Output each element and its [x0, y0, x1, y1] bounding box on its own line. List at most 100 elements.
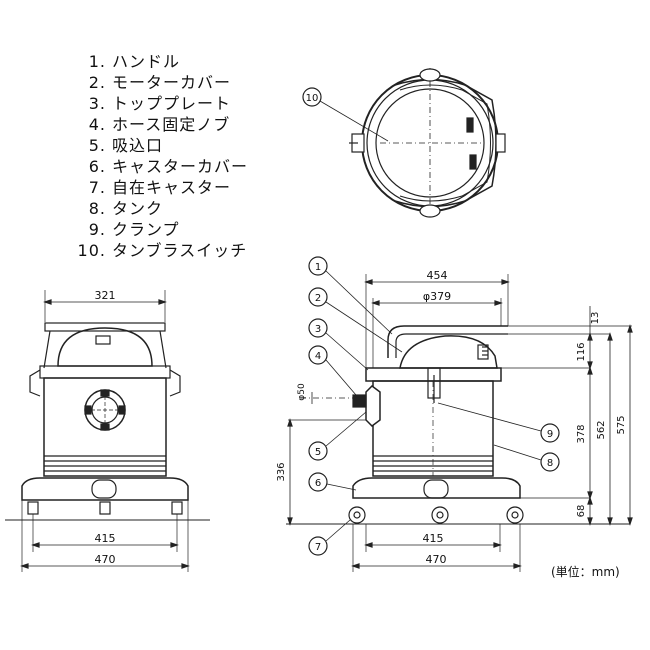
- tank-body: [43, 377, 167, 477]
- dim-arrows: [364, 279, 510, 285]
- callout-circle: [308, 287, 328, 307]
- dim-label-562: 562: [596, 420, 607, 439]
- motor-cover: [399, 335, 498, 369]
- motor-cover: [57, 327, 153, 367]
- legend-item: 6.キャスターカバー: [88, 157, 249, 176]
- dim-label-336: 336: [276, 462, 287, 481]
- callout-label: 3: [315, 324, 321, 335]
- caster-hub: [353, 511, 361, 519]
- handle-leg: [159, 330, 167, 369]
- legend-item: 9.クランプ: [88, 220, 180, 239]
- callout-circle: [308, 318, 328, 338]
- right-latch: [495, 133, 506, 153]
- dim-arrows: [43, 299, 167, 305]
- callout-circle: [308, 256, 328, 276]
- callout-circle: [302, 87, 322, 107]
- leader-line: [325, 359, 357, 396]
- base: [21, 477, 189, 501]
- cover-vent: [477, 344, 489, 360]
- top-view: 10: [302, 68, 506, 218]
- dim-arrows: [351, 563, 522, 569]
- callout-circle: [540, 423, 560, 443]
- dim-label-378: 378: [576, 424, 587, 443]
- caster-hub: [436, 511, 444, 519]
- dim-arrows: [607, 332, 613, 526]
- leader-line: [319, 100, 389, 142]
- caster-hub: [511, 511, 519, 519]
- top-clip: [419, 68, 441, 82]
- legend-item: 3.トッププレート: [88, 94, 232, 113]
- leader-line: [437, 402, 542, 432]
- legend-item: 10.タンブラスイッチ: [77, 241, 248, 260]
- caster: [99, 501, 111, 515]
- callout-label: 9: [547, 429, 553, 440]
- lid-ring: [375, 88, 485, 198]
- callout-circle: [308, 345, 328, 365]
- leader-line: [325, 519, 351, 542]
- vent-mark: [469, 154, 477, 170]
- handle-inner: [395, 333, 508, 358]
- callout-label: 5: [315, 447, 321, 458]
- side-view: 454 φ379 13 116 378 68: [276, 256, 633, 572]
- callout-label: 4: [315, 351, 321, 362]
- legend-item: 2.モーターカバー: [88, 73, 232, 92]
- caster-cover: [91, 479, 117, 499]
- dim-label-470: 470: [95, 553, 116, 566]
- callout-label: 1: [315, 262, 321, 273]
- right-clamp: [169, 369, 181, 397]
- front-view: 321 415 470: [5, 289, 210, 572]
- legend-item: 7.自在キャスター: [88, 178, 232, 197]
- leader-line: [325, 301, 403, 353]
- callout-label: 2: [315, 293, 321, 304]
- dim-arrows: [587, 496, 593, 526]
- leader-line: [493, 444, 542, 461]
- dim-label-50: φ50: [297, 383, 307, 401]
- dim-arrows: [31, 542, 179, 548]
- caster: [27, 501, 39, 515]
- hose-knob: [352, 394, 367, 408]
- callout-circle: [308, 472, 328, 492]
- handle-inner: [399, 84, 491, 202]
- leader-line: [325, 411, 367, 447]
- inlet-flange: [365, 385, 381, 427]
- cover-label: [95, 335, 111, 345]
- leader-line: [325, 332, 369, 371]
- callout-circle: [540, 452, 560, 472]
- caster-cover: [423, 479, 449, 499]
- legend-item: 4.ホース固定ノブ: [88, 115, 231, 134]
- top-plate: [39, 365, 171, 379]
- legend-item: 8.タンク: [88, 199, 164, 218]
- parts-legend: 1.ハンドル 2.モーターカバー 3.トッププレート 4.ホース固定ノブ 5.吸…: [28, 48, 278, 260]
- callout-label: 6: [315, 478, 321, 489]
- callouts: 1 2 3 4 5 6 7: [308, 256, 560, 556]
- callout-circle: [308, 441, 328, 461]
- legend-item: 1.ハンドル: [88, 52, 181, 71]
- dim-arrows: [287, 418, 293, 526]
- dim-arrows: [587, 332, 593, 370]
- caster-wheel: [506, 506, 524, 524]
- dim-label-13: 13: [590, 312, 601, 325]
- dim-label-116: 116: [576, 342, 587, 361]
- dim-arrows: [627, 324, 633, 526]
- base: [352, 477, 521, 499]
- dim-label-415: 415: [95, 532, 116, 545]
- dim-label-415: 415: [423, 532, 444, 545]
- dim-label-379: φ379: [423, 290, 451, 303]
- caster: [171, 501, 183, 515]
- dim-label-470: 470: [426, 553, 447, 566]
- callout-label: 8: [547, 458, 553, 469]
- vent-mark: [466, 117, 474, 133]
- unit-note: (単位：mm): [551, 565, 620, 579]
- dim-arrows: [364, 542, 502, 548]
- dim-label-68: 68: [576, 505, 587, 518]
- leader-line: [325, 270, 393, 335]
- dim-label-321: 321: [95, 289, 116, 302]
- callout-label: 10: [306, 93, 319, 104]
- dim-arrows: [371, 300, 503, 306]
- dim-arrows: [20, 563, 190, 569]
- dim-arrows: [587, 366, 593, 500]
- callout-label: 7: [315, 542, 321, 553]
- handle-bar: [44, 322, 166, 332]
